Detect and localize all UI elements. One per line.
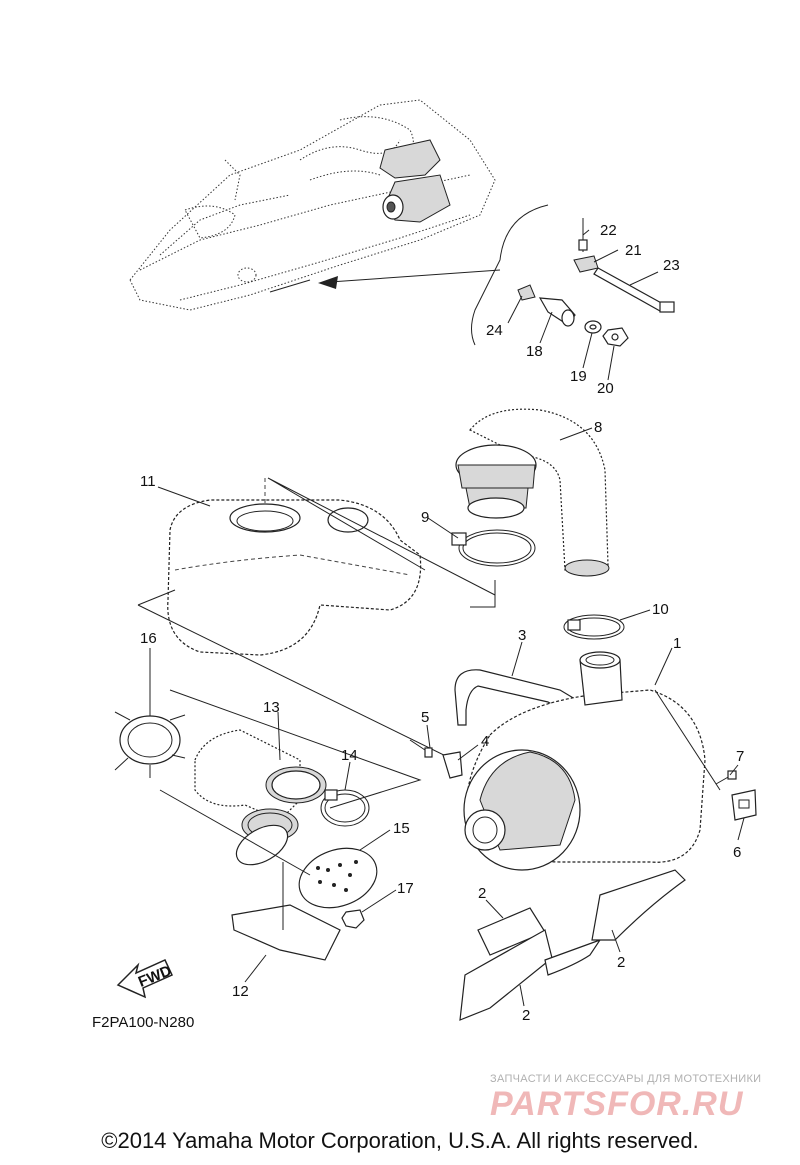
callout-16: 16 — [140, 630, 157, 647]
callout-15: 15 — [393, 820, 410, 837]
callout-21: 21 — [625, 242, 642, 259]
watermark-brand: PARTSFOR.RU — [490, 1085, 744, 1123]
plate-15 — [298, 847, 378, 909]
callout-1: 1 — [673, 635, 681, 652]
callout-3: 3 — [518, 627, 526, 644]
callout-13: 13 — [263, 699, 280, 716]
fwd-label: FWD — [136, 962, 174, 991]
hose-clamp-10 — [563, 614, 625, 640]
callout-6: 6 — [733, 844, 741, 861]
water-lock-1 — [463, 651, 721, 871]
callout-2b: 2 — [617, 954, 625, 971]
pipe-13 — [194, 729, 327, 842]
callout-24: 24 — [486, 322, 503, 339]
callout-22: 22 — [600, 222, 617, 239]
diagram-code: F2PA100-N280 — [92, 1014, 194, 1031]
callout-10: 10 — [652, 601, 669, 618]
rivet-5 — [409, 739, 433, 758]
callout-12: 12 — [232, 983, 249, 1000]
callout-7: 7 — [736, 748, 744, 765]
pointer-arrow-icon — [318, 276, 338, 289]
sheet-12 — [231, 904, 341, 961]
bracket-6 — [731, 789, 757, 821]
callout-9: 9 — [421, 509, 429, 526]
callout-4: 4 — [481, 733, 489, 750]
copyright-notice: ©2014 Yamaha Motor Corporation, U.S.A. A… — [101, 1128, 699, 1153]
callout-20: 20 — [597, 380, 614, 397]
fastener-parts — [517, 218, 675, 347]
callout-2a: 2 — [478, 885, 486, 902]
bracket-4 — [442, 751, 463, 779]
hose-clamp-9 — [451, 529, 536, 567]
fwd-arrow-icon: FWD — [116, 959, 174, 999]
intake-hose — [455, 408, 610, 577]
callout-labels: 22 21 23 24 18 19 20 8 11 9 10 3 1 16 13… — [140, 222, 744, 1024]
callout-23: 23 — [663, 257, 680, 274]
callout-19: 19 — [570, 368, 587, 385]
callout-18: 18 — [526, 343, 543, 360]
watercraft-illustration — [129, 99, 496, 311]
callout-8: 8 — [594, 419, 602, 436]
nut-17 — [341, 909, 365, 929]
callout-11: 11 — [140, 473, 156, 490]
callout-2c: 2 — [522, 1007, 530, 1024]
callout-14: 14 — [341, 747, 358, 764]
callout-5: 5 — [421, 709, 429, 726]
watermark-tagline: ЗАПЧАСТИ И АКСЕССУАРЫ ДЛЯ МОТОТЕХНИКИ — [490, 1073, 761, 1085]
callout-leaders — [149, 229, 745, 1007]
callout-17: 17 — [397, 880, 414, 897]
bolt-7 — [715, 770, 737, 785]
hose-clamp-14 — [320, 789, 370, 827]
flange-16 — [114, 711, 186, 778]
insulation-sheets-2 — [459, 869, 686, 1021]
resonator-box — [137, 477, 496, 764]
